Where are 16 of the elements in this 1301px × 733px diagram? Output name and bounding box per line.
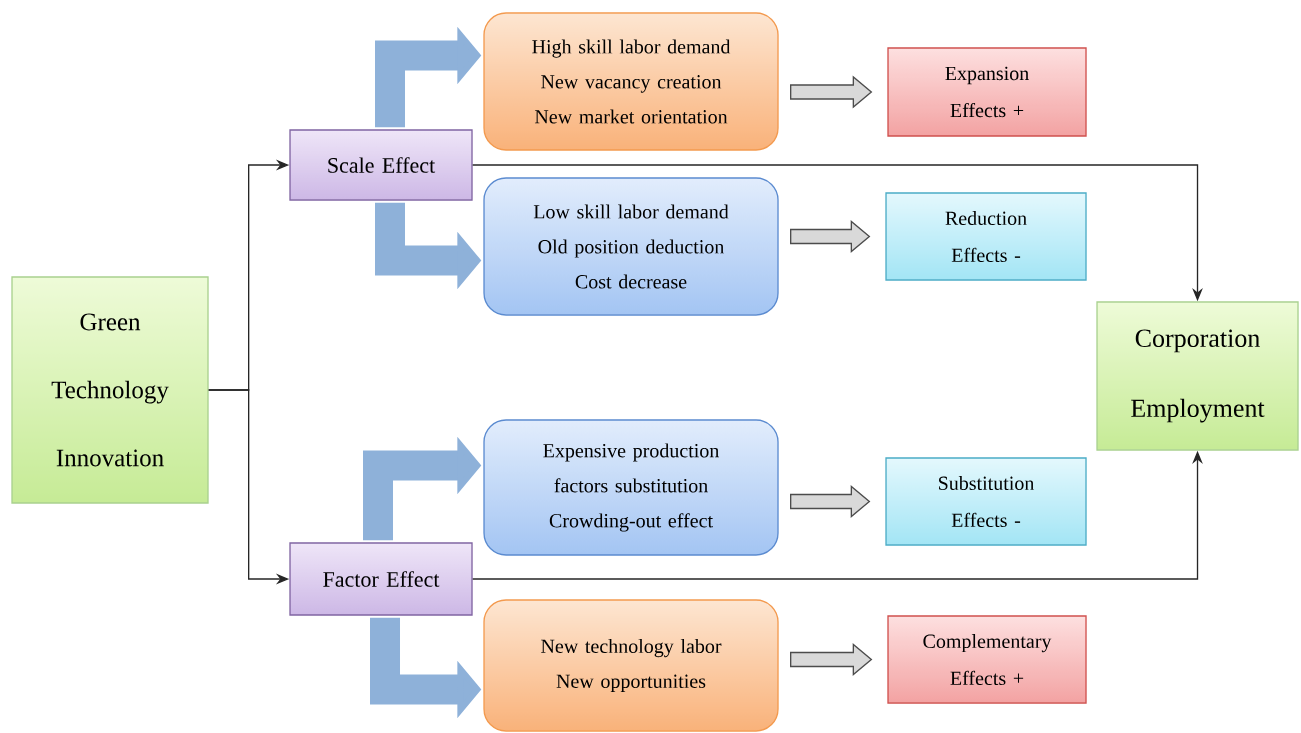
- rounded-box: Low skill labor demand Old position deduction Cost decrease: [483, 177, 779, 316]
- rounded-box: High skill labor demand New vacancy creation New market orientation: [483, 12, 779, 151]
- effect-box: Scale Effect: [289, 129, 473, 201]
- block-arrow: [790, 75, 873, 109]
- process-box: Corporation Employment: [1096, 301, 1299, 451]
- block-arrow: [790, 220, 871, 253]
- result-box: Expansion Effects +: [887, 47, 1087, 137]
- result-box: Substitution Effects -: [885, 457, 1087, 546]
- effect-box: Factor Effect: [289, 542, 473, 616]
- result-box: Reduction Effects -: [885, 192, 1087, 281]
- block-arrow: [790, 485, 871, 518]
- process-box: Green Technology Innovation: [11, 276, 209, 504]
- rounded-box: Expensive production factors substitution Crowding-out effect: [483, 419, 779, 556]
- result-box: Complementary Effects +: [887, 615, 1087, 704]
- rounded-box: New technology labor New opportunities: [483, 599, 779, 732]
- block-arrow: [790, 643, 873, 676]
